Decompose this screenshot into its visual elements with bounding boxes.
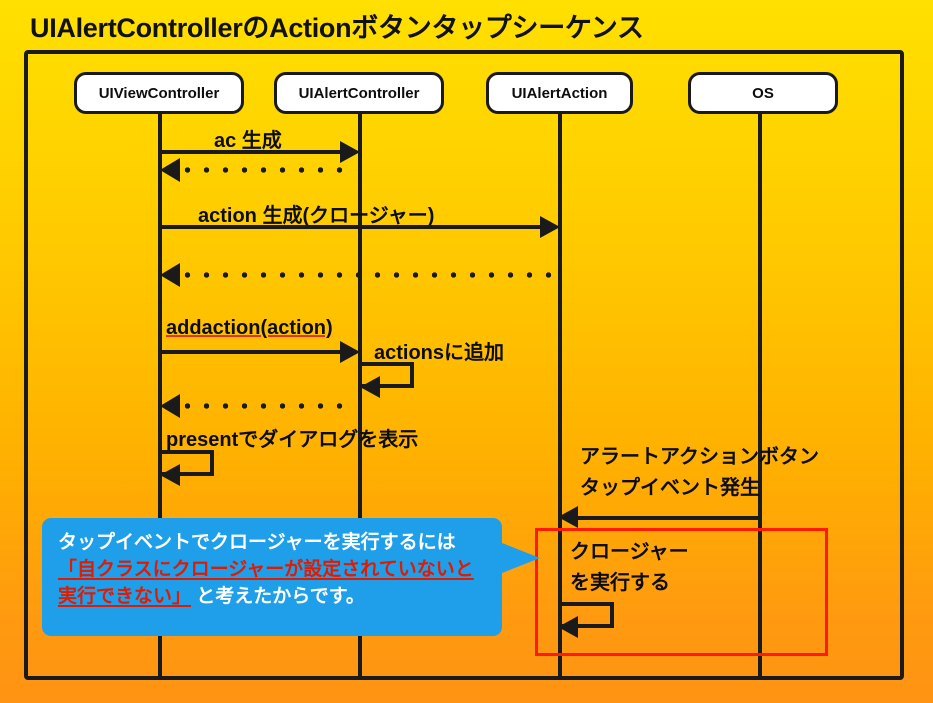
participant-label: UIAlertAction (511, 84, 608, 102)
callout-text-plain: と考えたからです。 (191, 585, 365, 607)
message-label-m3: action 生成(クロージャー) (198, 205, 435, 227)
arrowhead-right-m1 (340, 141, 360, 163)
participant-label: OS (752, 84, 774, 102)
message-label-m5: addaction(action) (166, 317, 333, 339)
message-label-m1: ac 生成 (214, 130, 282, 152)
message-label-m10: クロージャー を実行する (570, 541, 689, 594)
message-line-m5 (160, 350, 348, 354)
callout-tail-icon (497, 541, 540, 575)
participant-uiviewcontroller[interactable]: UIViewController (74, 72, 244, 114)
selfloop-m8 (160, 450, 214, 476)
callout-line-1: タップイベントでクロージャーを実行するには (58, 530, 488, 557)
arrowhead-right-m3 (540, 216, 560, 238)
lifeline-uialertaction (558, 113, 562, 678)
lifeline-os (758, 113, 762, 678)
callout-line-2: 「自クラスにクロージャーが設定されていないと (58, 557, 488, 584)
participant-label: UIViewController (98, 84, 220, 102)
message-line-m9 (572, 516, 760, 520)
participant-label: UIAlertController (298, 84, 420, 102)
diagram-frame (24, 50, 904, 680)
selfloop-m6 (360, 362, 414, 388)
arrowhead-left-m9 (558, 506, 578, 528)
arrowhead-left-m6 (360, 376, 380, 398)
message-line-m2 (178, 167, 356, 173)
page-title: UIAlertControllerのActionボタンタップシーケンス (30, 13, 644, 43)
message-line-m3 (160, 225, 548, 229)
callout-text-plain: タップイベントでクロージャーを実行するには (58, 532, 456, 553)
callout-text-highlighted: 「自クラスにクロージャーが設定されていないと (58, 558, 474, 580)
arrowhead-left-m2 (160, 158, 180, 182)
callout-text-highlighted: 実行できない」 (58, 585, 192, 607)
callout-line-3: 実行できない」 と考えたからです。 (58, 584, 488, 611)
arrowhead-left-m4 (160, 263, 180, 287)
message-label-m6: actionsに追加 (374, 342, 505, 364)
participant-os[interactable]: OS (688, 72, 838, 114)
message-label-m9: アラートアクションボタン タップイベント発生 (580, 446, 819, 499)
participant-uialertaction[interactable]: UIAlertAction (486, 72, 633, 114)
closure-execution-highlight (535, 528, 828, 656)
message-label-m8: presentでダイアログを表示 (166, 429, 419, 451)
arrowhead-left-m7 (160, 394, 180, 418)
arrowhead-right-m5 (340, 341, 360, 363)
arrowhead-left-m10 (558, 616, 578, 638)
message-line-m1 (160, 150, 348, 154)
message-line-m4 (178, 272, 556, 278)
selfloop-m10 (560, 602, 614, 628)
closure-explanation-callout[interactable]: タップイベントでクロージャーを実行するには 「自クラスにクロージャーが設定されて… (42, 518, 502, 636)
arrowhead-left-m8 (160, 464, 180, 486)
message-line-m7 (178, 403, 356, 409)
participant-uialertcontroller[interactable]: UIAlertController (274, 72, 444, 114)
